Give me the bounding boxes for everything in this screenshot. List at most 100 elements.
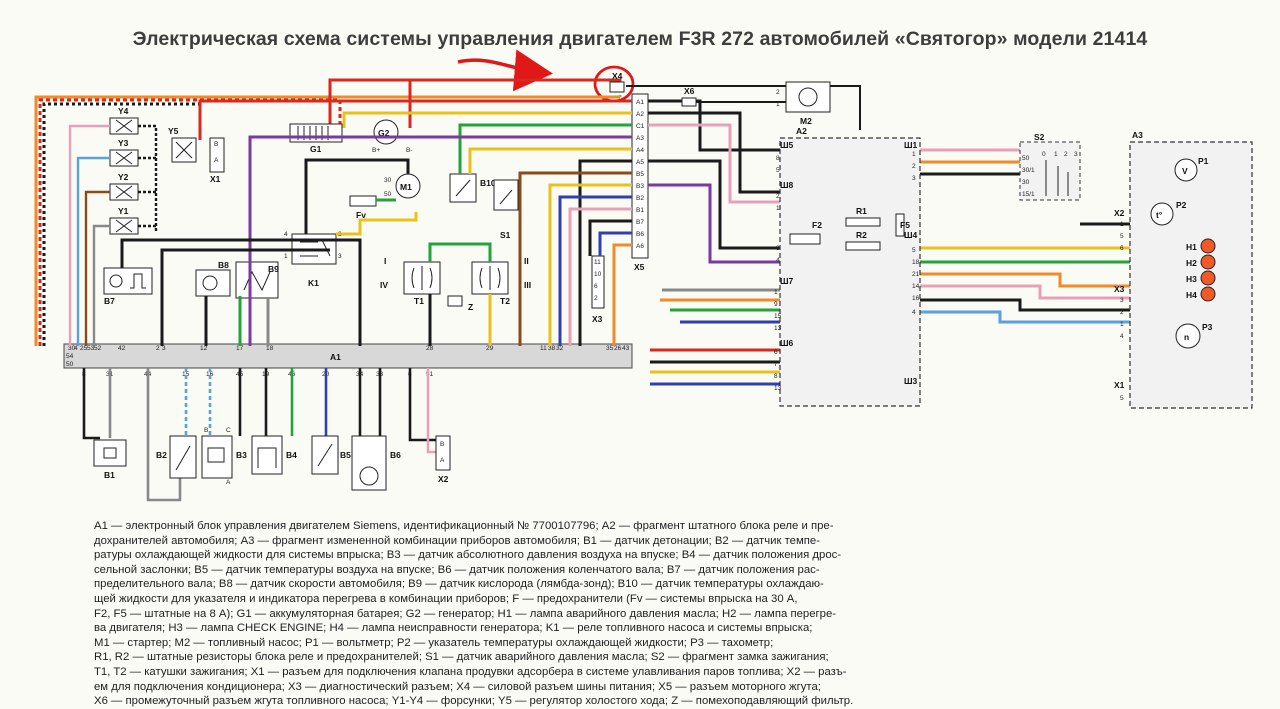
- pin-label: 21: [912, 271, 920, 278]
- pin-label: 28: [426, 345, 434, 352]
- pin-label: A5: [636, 159, 644, 166]
- connector-x3-left: 11 10 6 2 X3: [591, 255, 605, 324]
- svg-text:S2: S2: [1034, 132, 1045, 142]
- pin-label: 51: [426, 371, 434, 378]
- pin-label: C1: [636, 123, 645, 130]
- legend-line: F2, F5 — штатные на 8 А); G1 — аккумулят…: [94, 607, 837, 620]
- pin-label: 18: [266, 345, 274, 352]
- page-title: Электрическая схема системы управления д…: [132, 28, 1148, 50]
- svg-text:T2: T2: [500, 296, 510, 306]
- svg-text:0: 0: [1042, 151, 1046, 158]
- svg-text:B+: B+: [372, 147, 380, 154]
- sensor-b7: B7: [103, 267, 153, 306]
- svg-text:6: 6: [594, 283, 598, 290]
- svg-text:B2: B2: [156, 450, 167, 460]
- pin-label: 13: [774, 385, 782, 392]
- pin-label: 16: [912, 295, 920, 302]
- svg-text:30: 30: [1022, 179, 1030, 186]
- svg-text:B: B: [204, 427, 208, 434]
- svg-text:S1: S1: [500, 230, 511, 240]
- battery-g1: G1: [289, 123, 343, 154]
- pin-label: B2: [636, 195, 644, 202]
- svg-text:t°: t°: [1156, 210, 1163, 220]
- fuel-pump-m2: M2 2 1: [776, 81, 831, 126]
- pin-label: 35: [606, 345, 614, 352]
- pin-label: A4: [636, 147, 644, 154]
- wires-harness: [120, 99, 632, 346]
- knock-sensor-b1: B1: [93, 439, 127, 480]
- svg-text:B8: B8: [218, 260, 229, 270]
- injector-y4: Y4: [109, 106, 139, 135]
- legend-line: X6 — промежуточный разъем жгута топливно…: [94, 695, 854, 708]
- svg-text:B: B: [214, 141, 218, 148]
- svg-text:H2: H2: [1186, 258, 1197, 268]
- pin-label: 4: [776, 257, 780, 264]
- svg-text:R1: R1: [856, 206, 867, 216]
- legend-line: T1, T2 — катушки зажигания; X1 — разъем …: [94, 665, 847, 678]
- svg-text:F2: F2: [812, 220, 822, 230]
- pin-label: 32: [556, 345, 564, 352]
- svg-text:R2: R2: [856, 230, 867, 240]
- voltmeter-p1: V P1: [1174, 156, 1209, 182]
- svg-text:G1: G1: [310, 144, 322, 154]
- injector-y3: Y3: [109, 138, 139, 167]
- svg-text:B7: B7: [104, 296, 115, 306]
- svg-text:Y1: Y1: [118, 206, 129, 216]
- ignition-coil-t1: T1: [403, 261, 441, 306]
- a3-label: A3: [1132, 130, 1143, 140]
- svg-text:M2: M2: [800, 116, 812, 126]
- pin-label: 42: [118, 345, 126, 352]
- svg-text:Z: Z: [468, 302, 473, 312]
- pin-label: A6: [636, 243, 644, 250]
- a2-sh6: Ш6: [780, 338, 794, 348]
- sensor-b8: B8: [195, 260, 231, 297]
- svg-text:B3: B3: [236, 450, 247, 460]
- pin-label: 13: [774, 325, 782, 332]
- svg-text:2: 2: [594, 295, 598, 302]
- pin-label: 1: [776, 205, 780, 212]
- legend-text: A1 — электронный блок управления двигате…: [94, 519, 858, 709]
- svg-text:K1: K1: [308, 278, 319, 288]
- svg-text:15/1: 15/1: [1022, 191, 1035, 198]
- wires-right: [648, 99, 1130, 386]
- pin-label: 8: [776, 155, 780, 162]
- svg-text:Y3: Y3: [118, 138, 129, 148]
- temp-gauge-p2: t° P2: [1150, 200, 1187, 226]
- svg-text:P1: P1: [1198, 156, 1209, 166]
- a1-pin-50: 50: [66, 361, 74, 368]
- pin-label: B1: [636, 207, 644, 214]
- connector-x2-right: X2: [1114, 208, 1125, 218]
- oil-pressure-switch-s1: S1: [493, 179, 519, 240]
- pin-label: 4: [74, 345, 78, 352]
- pin-label: B6: [636, 231, 644, 238]
- svg-text:50: 50: [1022, 155, 1030, 162]
- pin-label: 8: [774, 373, 778, 380]
- legend-line: щей жидкости для указателя и индикатора …: [94, 592, 798, 605]
- svg-text:Fv: Fv: [356, 210, 366, 220]
- connector-x3-right: X3: [1114, 284, 1125, 294]
- svg-text:11: 11: [594, 259, 601, 266]
- a2-relay-block: [779, 137, 921, 407]
- svg-text:B1: B1: [104, 470, 115, 480]
- a1-pin-54: 54: [66, 353, 74, 360]
- a2-sh7: Ш7: [780, 276, 794, 286]
- pin-label: A1: [636, 99, 644, 106]
- lamp-h4: H4: [1186, 286, 1216, 302]
- pin-label: B5: [636, 171, 644, 178]
- pin-label: 3: [776, 245, 780, 252]
- svg-text:30: 30: [384, 177, 392, 184]
- air-temp-sensor-b5: B5: [311, 435, 351, 475]
- svg-text:X2: X2: [438, 474, 449, 484]
- svg-text:B10: B10: [480, 178, 496, 188]
- a3-instrument-cluster: [1129, 141, 1253, 409]
- ignition-switch-s2: S2 50 30/1 30 15/1 0 1 2 3: [1019, 132, 1081, 201]
- pin-label: 1: [912, 151, 916, 158]
- a2-sh3: Ш3: [904, 376, 918, 386]
- pin-label: 43: [622, 345, 630, 352]
- pin-label: 5: [776, 167, 780, 174]
- svg-text:50: 50: [384, 191, 392, 198]
- injector-y1: Y1: [109, 206, 139, 235]
- svg-text:A: A: [214, 157, 219, 164]
